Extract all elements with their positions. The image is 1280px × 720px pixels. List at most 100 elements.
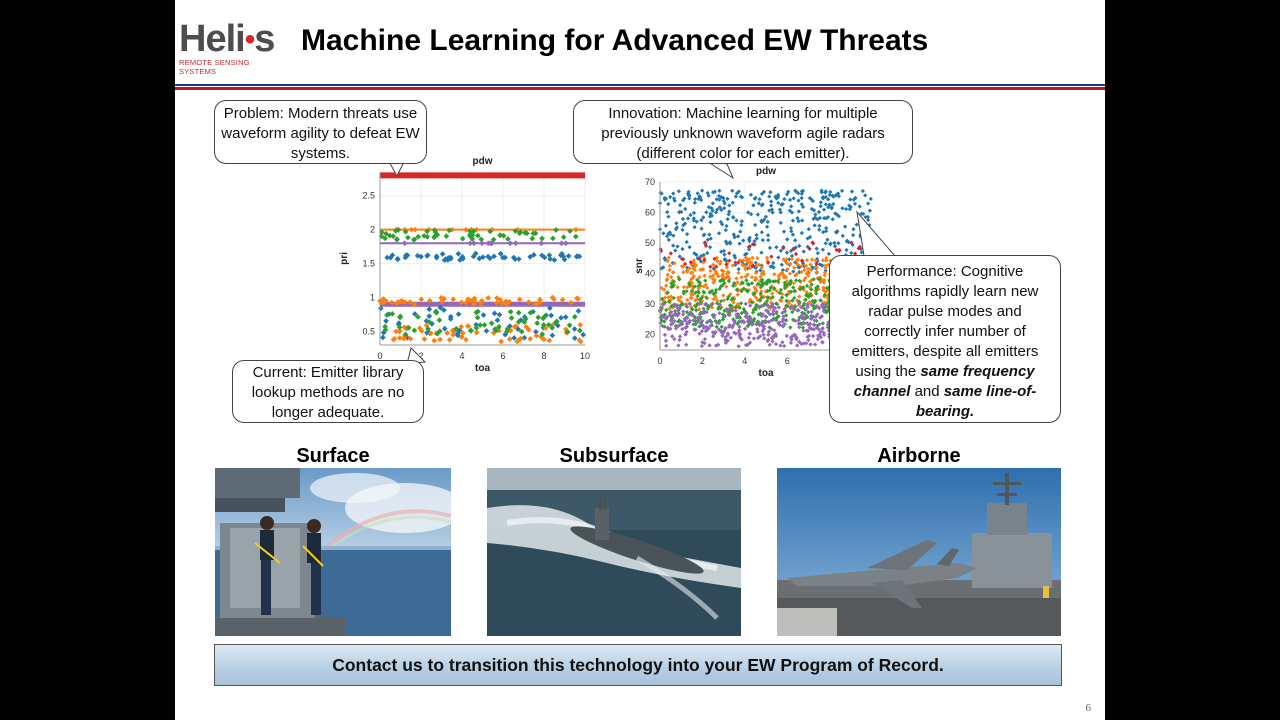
data-point: [525, 326, 532, 333]
data-point: [496, 323, 502, 330]
data-point: [432, 233, 438, 240]
data-point: [788, 248, 794, 253]
data-point: [571, 314, 578, 320]
data-point: [512, 256, 518, 262]
data-point: [575, 296, 581, 302]
data-point: [506, 336, 513, 342]
y-axis-label: pri: [339, 252, 350, 265]
data-point: [796, 198, 801, 203]
y-tick-label: 0.5: [362, 326, 375, 336]
data-point: [765, 295, 770, 300]
data-point: [706, 204, 712, 210]
data-point: [817, 322, 822, 327]
data-point: [473, 325, 480, 331]
series-9: [382, 308, 583, 338]
data-point: [491, 253, 497, 260]
data-point: [793, 238, 798, 243]
data-point: [390, 233, 396, 240]
logo-tagline: REMOTE SENSING SYSTEMS: [179, 58, 250, 76]
data-point: [765, 303, 771, 308]
data-point: [421, 336, 428, 342]
x-tick-label: 6: [785, 356, 790, 366]
data-point: [558, 315, 564, 321]
data-point: [812, 298, 817, 304]
data-point: [821, 287, 826, 293]
data-point: [680, 246, 685, 252]
data-point: [505, 236, 511, 242]
data-point: [753, 295, 758, 300]
data-point: [450, 296, 457, 303]
y-tick-label: 1: [370, 293, 375, 303]
data-point: [822, 308, 827, 313]
data-point: [792, 265, 797, 270]
data-point: [800, 258, 805, 263]
data-point: [753, 287, 758, 292]
data-point: [687, 196, 692, 201]
data-point: [797, 325, 802, 330]
data-point: [458, 323, 465, 330]
data-point: [770, 294, 775, 300]
data-point: [676, 306, 681, 311]
data-point: [559, 296, 566, 303]
data-point: [663, 223, 669, 228]
data-point: [730, 263, 735, 268]
data-point: [475, 232, 481, 239]
data-point: [398, 298, 404, 305]
data-point: [699, 218, 704, 223]
data-point: [671, 279, 677, 284]
data-point: [752, 316, 757, 321]
data-point: [561, 256, 568, 263]
header-rule-blue: [175, 84, 1105, 86]
data-point: [758, 274, 763, 279]
data-point: [733, 304, 739, 309]
data-point: [806, 337, 811, 343]
data-point: [714, 324, 719, 329]
data-point: [705, 285, 710, 291]
data-point: [737, 333, 742, 338]
data-point: [809, 302, 814, 308]
data-point: [770, 339, 775, 344]
data-point: [473, 329, 480, 336]
data-point: [522, 315, 529, 322]
data-point: [770, 210, 775, 215]
x-tick-label: 10: [580, 351, 590, 361]
data-point: [721, 195, 726, 201]
data-point: [483, 328, 490, 334]
data-point: [757, 197, 762, 202]
data-point: [727, 240, 733, 245]
data-point: [669, 274, 674, 280]
data-point: [757, 334, 763, 339]
y-tick-label: 60: [645, 208, 655, 218]
data-point: [832, 244, 838, 249]
data-point: [757, 322, 762, 328]
data-point: [730, 214, 736, 220]
data-point: [717, 188, 722, 193]
data-point: [788, 289, 794, 294]
data-point: [437, 304, 444, 311]
data-point: [711, 334, 716, 339]
data-point: [711, 315, 717, 320]
data-point: [747, 331, 752, 336]
x-axis-label: toa: [759, 368, 774, 379]
data-point: [497, 250, 504, 257]
x-tick-label: 0: [377, 351, 382, 361]
data-point: [789, 253, 795, 259]
data-point: [433, 253, 440, 260]
data-point: [748, 260, 753, 265]
series-6: [377, 294, 581, 308]
data-point: [407, 299, 413, 305]
data-point: [539, 331, 546, 338]
data-point: [738, 194, 744, 199]
data-point: [773, 342, 779, 347]
data-point: [714, 210, 719, 215]
surface-label: Surface: [296, 445, 370, 467]
data-point: [790, 218, 796, 223]
data-point: [731, 300, 736, 305]
data-point: [676, 343, 681, 348]
data-point: [804, 258, 810, 263]
data-point: [473, 321, 480, 328]
data-point: [746, 247, 752, 252]
data-point: [820, 194, 826, 200]
data-point: [727, 323, 732, 328]
